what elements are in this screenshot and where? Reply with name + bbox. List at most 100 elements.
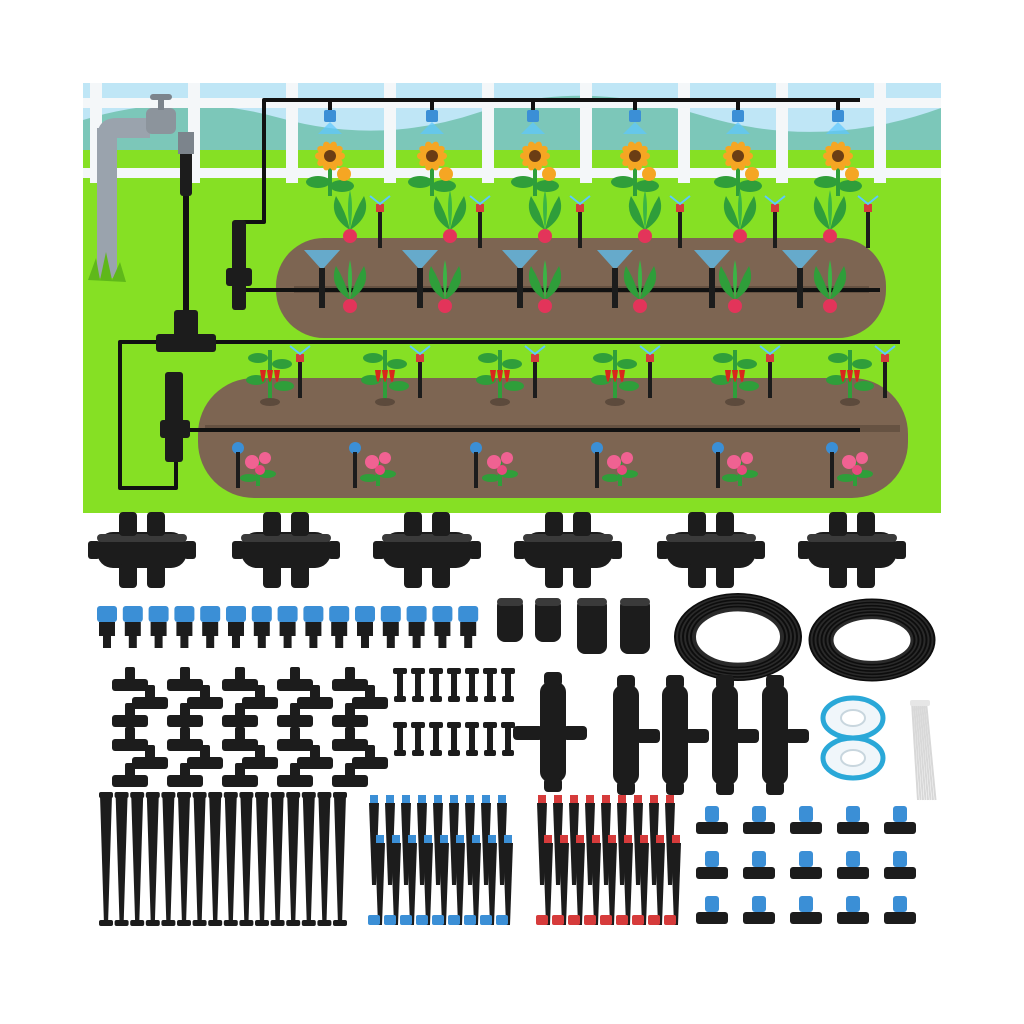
nozzle-barb <box>180 636 189 648</box>
tee-branch <box>200 685 210 699</box>
faucet-handle <box>150 94 172 100</box>
spray <box>639 345 661 356</box>
plug-base <box>394 696 406 702</box>
tee-run <box>167 739 203 751</box>
spray-cone <box>502 250 538 270</box>
valve-outlet <box>666 781 684 795</box>
tee-branch <box>125 727 135 741</box>
radish-root <box>823 229 837 243</box>
pepper <box>739 370 745 382</box>
tee-branch <box>235 667 245 681</box>
drip-emitter-icon <box>591 835 601 925</box>
tee-connector-icon <box>222 703 258 727</box>
plug-icon <box>483 722 497 756</box>
plug-head <box>501 668 515 674</box>
drip-emitter-icon <box>743 851 775 879</box>
end-cap-icon <box>497 598 523 642</box>
nozzle-barb <box>335 636 344 648</box>
leaf <box>737 359 757 369</box>
emitter-tip <box>634 795 642 803</box>
valve-body <box>662 685 688 785</box>
drip-emitter-icon <box>543 835 553 925</box>
emitter-cap <box>846 851 860 867</box>
nozzle-barb <box>438 636 447 648</box>
coil-ring <box>820 608 924 672</box>
emitter-tip <box>480 915 492 925</box>
valve-tee <box>513 726 543 740</box>
bloom <box>487 455 501 469</box>
mound <box>260 398 280 406</box>
tee-connector-icon <box>132 685 168 709</box>
end-cap-icon <box>535 598 561 642</box>
emitter-stake <box>391 843 401 925</box>
tee-connector-icon <box>112 763 148 787</box>
nozzle-barb <box>103 636 111 648</box>
bloom <box>375 465 385 475</box>
emitter-tip <box>576 835 584 843</box>
nozzle <box>676 204 684 212</box>
emitter-tee <box>837 822 869 834</box>
emitter-tip <box>472 835 480 843</box>
stake <box>773 210 777 248</box>
leaf <box>814 176 838 188</box>
drip-emitter-icon <box>232 442 244 454</box>
spray <box>524 345 546 356</box>
stake-spike <box>193 795 206 925</box>
nozzle-barb <box>361 636 369 648</box>
pepper-plant-icon <box>246 350 294 406</box>
stake-clip <box>161 792 176 798</box>
emitter-stake <box>407 843 417 925</box>
spray <box>409 345 431 356</box>
plug-base <box>484 750 496 756</box>
cap <box>535 598 561 642</box>
tee-run <box>112 775 148 787</box>
tee-run <box>352 757 388 769</box>
leaf <box>482 474 500 482</box>
emitter-cap <box>752 896 766 912</box>
plug-head <box>465 722 479 728</box>
stake-foot <box>333 920 347 926</box>
pepper <box>497 370 503 382</box>
water-spray <box>521 122 545 134</box>
tubing-coil-icon <box>808 598 936 682</box>
tee-run <box>277 739 313 751</box>
drip-emitter-icon <box>669 195 691 248</box>
spray-nozzle-icon <box>226 606 246 648</box>
leaf <box>330 180 354 192</box>
coil-ring <box>830 616 914 664</box>
tee-run <box>222 679 258 691</box>
tee-run <box>297 757 333 769</box>
plug-head <box>483 668 497 674</box>
emitter-tip <box>536 915 548 925</box>
emitter-tee <box>790 867 822 879</box>
emitter-stake <box>375 843 385 925</box>
emitter-stake <box>559 843 569 925</box>
leaf <box>274 381 294 391</box>
drip-emitter-icon <box>790 851 822 879</box>
spray-nozzle-icon <box>629 110 641 122</box>
bud <box>542 167 556 181</box>
cap-top <box>577 598 607 606</box>
emitter-tip <box>650 795 658 803</box>
drip-emitter-icon <box>524 345 546 398</box>
stake-icon <box>333 792 347 926</box>
nozzle-body <box>202 622 219 636</box>
emitter-tip <box>408 835 416 843</box>
pepper-plant-icon <box>476 350 524 406</box>
stake <box>612 268 618 308</box>
highlight <box>666 534 756 542</box>
emitter-tip <box>392 835 400 843</box>
pepper <box>732 370 738 382</box>
plug-icon <box>411 722 425 756</box>
tee-run <box>112 739 148 751</box>
mound <box>840 398 860 406</box>
drip-emitter-icon <box>569 195 591 248</box>
side-port <box>328 541 340 559</box>
cable-tie <box>915 701 924 801</box>
drip-emitter-icon <box>375 835 385 925</box>
nozzle-barb <box>412 636 421 648</box>
stake <box>298 360 302 398</box>
leaf <box>428 266 445 300</box>
emitter-stake <box>607 843 617 925</box>
